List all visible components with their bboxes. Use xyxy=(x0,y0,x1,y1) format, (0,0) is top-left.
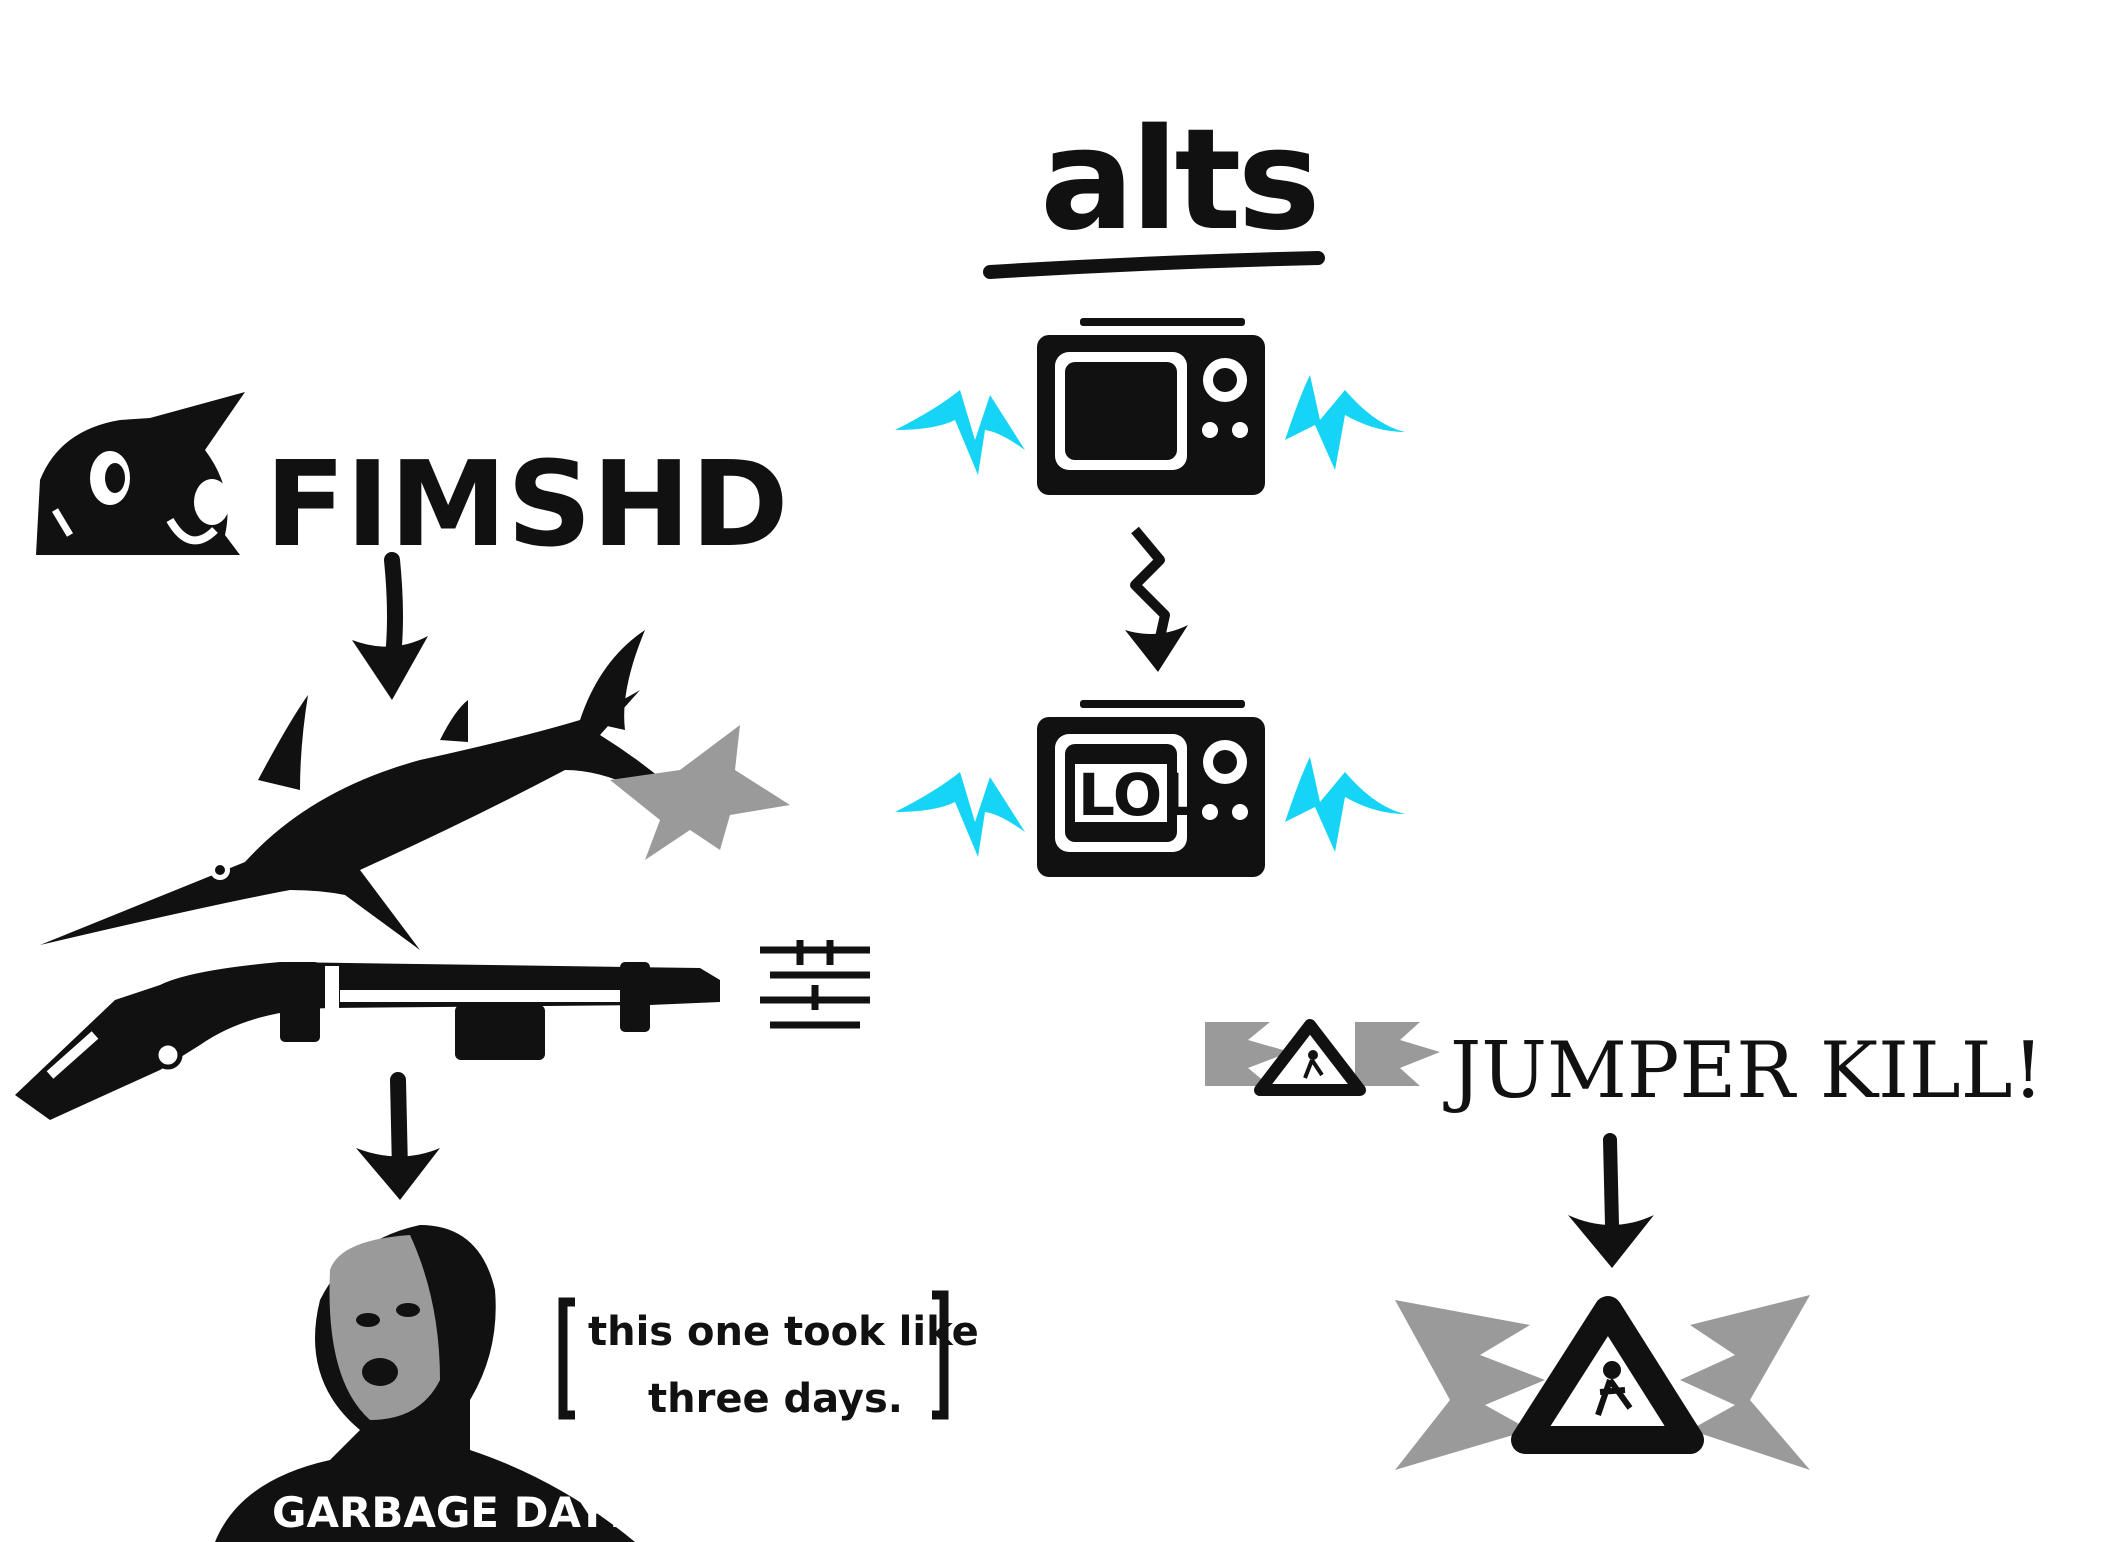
spears-icon xyxy=(760,940,870,1029)
arrow-down-head xyxy=(352,636,428,700)
arrow-down-icon-2 xyxy=(390,1072,408,1178)
jumper-warning-icon xyxy=(1254,1019,1366,1096)
burst-gray xyxy=(610,725,790,860)
swordfish-icon xyxy=(40,630,675,950)
burst-gray-large-left xyxy=(1395,1300,1545,1470)
bracket-right xyxy=(932,1290,949,1420)
lightning-spark-icon xyxy=(895,390,1025,475)
television-lol-icon xyxy=(1037,700,1265,877)
lightning-spark-icon-2 xyxy=(1285,375,1405,470)
jumper-kill-label: JUMPER KILL! xyxy=(1443,1026,2044,1116)
title-alts: alts xyxy=(1040,99,1317,262)
arrow-zigzag-icon xyxy=(1130,526,1170,662)
lightning-spark-icon-3 xyxy=(895,772,1025,857)
arrow-down-head-3 xyxy=(1568,1215,1654,1268)
fimshd-label: FIMSHD xyxy=(265,435,789,573)
face-portrait-icon xyxy=(215,1225,635,1542)
lol-screen-text: LOL xyxy=(1078,761,1199,829)
arrow-down-head-2 xyxy=(356,1148,440,1200)
burst-gray-large-right xyxy=(1680,1295,1810,1470)
note-line-2: three days. xyxy=(648,1376,903,1422)
cat-head-icon xyxy=(36,392,245,555)
burst-gray-small-left xyxy=(1205,1022,1290,1086)
jumper-warning-icon-large xyxy=(1511,1296,1704,1454)
burst-gray-small-right xyxy=(1355,1022,1440,1086)
spear-gun-icon xyxy=(15,962,720,1120)
lightning-spark-icon-4 xyxy=(1285,757,1405,852)
note-line-1: this one took like xyxy=(588,1309,979,1355)
bracket-left xyxy=(558,1297,575,1420)
television-icon xyxy=(1037,318,1265,495)
arrow-zigzag-head xyxy=(1125,625,1188,672)
arrow-down-icon-3 xyxy=(1603,1133,1619,1232)
garbage-day-caption: GARBAGE DAY! xyxy=(272,1488,627,1537)
title-underline xyxy=(983,251,1325,279)
